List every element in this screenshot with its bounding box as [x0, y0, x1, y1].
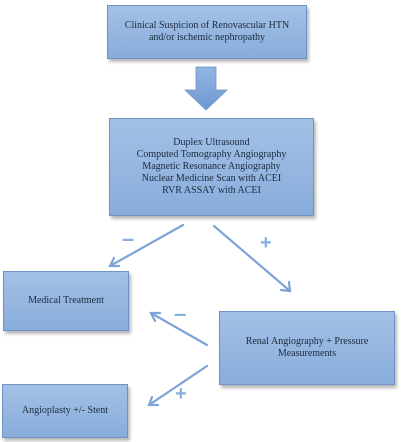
- node-medical-treatment: Medical Treatment: [3, 271, 129, 331]
- block-arrow-down: [184, 66, 228, 111]
- node-text-line: Renal Angiography + Pressure: [245, 336, 369, 347]
- node-text-line: Computed Tomography Angiography: [136, 149, 287, 160]
- node-renal-angiography: Renal Angiography + Pressure Measurement…: [219, 311, 395, 385]
- arrow-tests-to-angiography: [212, 224, 292, 293]
- node-text-line: RVR ASSAY with ACEI: [162, 185, 261, 196]
- node-angioplasty-stent: Angioplasty +/- Stent: [2, 384, 128, 438]
- edge-label-negative: –: [122, 226, 134, 251]
- edge-label-positive: +: [175, 383, 187, 405]
- node-text-line: Magnetic Resonance Angiography: [142, 161, 281, 172]
- arrow-angiography-to-stent: [147, 364, 209, 407]
- node-text-line: Clinical Suspicion of Renovascular HTN: [124, 20, 290, 31]
- node-diagnostic-tests: Duplex Ultrasound Computed Tomography An…: [109, 118, 314, 216]
- node-text-line: Medical Treatment: [28, 295, 104, 306]
- arrow-tests-to-medical: [108, 223, 185, 268]
- node-text-line: Measurements: [277, 348, 337, 359]
- node-clinical-suspicion: Clinical Suspicion of Renovascular HTN a…: [107, 5, 307, 59]
- node-text-line: Duplex Ultrasound: [173, 137, 250, 148]
- edge-label-negative: –: [174, 301, 186, 326]
- arrow-angiography-to-medical: [149, 311, 209, 347]
- node-text-line: Nuclear Medicine Scan with ACEI: [141, 173, 282, 184]
- node-text-line: and/or ischemic nephropathy: [148, 32, 266, 43]
- node-text-line: Angioplasty +/- Stent: [21, 405, 109, 416]
- edge-label-positive: +: [260, 232, 272, 254]
